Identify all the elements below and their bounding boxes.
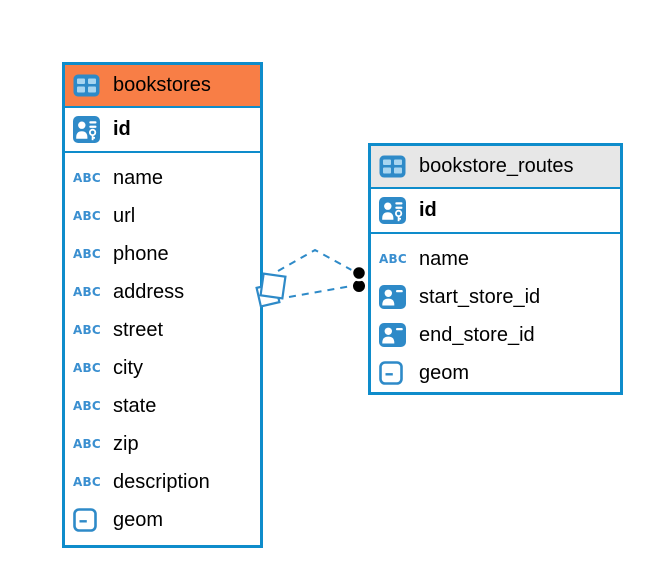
column-name: description xyxy=(113,470,210,493)
column-row[interactable]: geom xyxy=(371,354,620,392)
text-type-icon: ABC xyxy=(379,252,407,266)
column-name: address xyxy=(113,280,185,303)
text-type-icon: ABC xyxy=(73,475,101,489)
column-row[interactable]: end_store_id xyxy=(371,316,620,354)
column-row[interactable]: ABC zip xyxy=(65,425,260,463)
column-row[interactable]: geom xyxy=(65,501,260,539)
reference-icon xyxy=(379,323,410,347)
text-type-icon: ABC xyxy=(73,209,101,223)
column-name: id xyxy=(113,118,131,140)
relationship-line-upper[interactable] xyxy=(277,248,358,274)
table-bookstores-header[interactable]: bookstores xyxy=(65,65,260,108)
table-icon xyxy=(379,155,410,178)
primary-key-icon xyxy=(379,197,410,224)
column-list: ABC name start_store_id xyxy=(371,234,620,396)
column-name: geom xyxy=(419,361,470,384)
column-row[interactable]: ABC name xyxy=(65,159,260,197)
table-title: bookstores xyxy=(113,74,211,96)
column-name: street xyxy=(113,318,164,341)
column-name: state xyxy=(113,394,157,417)
column-name: zip xyxy=(113,432,139,455)
table-icon xyxy=(73,74,104,97)
column-name: url xyxy=(113,204,136,227)
table-bookstore-routes[interactable]: bookstore_routes id ABC name xyxy=(368,143,623,395)
column-row[interactable]: ABC name xyxy=(371,240,620,278)
column-name: start_store_id xyxy=(419,285,541,308)
table-title: bookstore_routes xyxy=(419,155,574,177)
geometry-type-icon xyxy=(73,508,104,532)
text-type-icon: ABC xyxy=(73,285,101,299)
column-row[interactable]: ABC phone xyxy=(65,235,260,273)
relationship-bookstores-to-routes[interactable] xyxy=(255,248,368,308)
primary-key-icon xyxy=(73,116,104,143)
relationship-endpoint-dot-lower[interactable] xyxy=(351,278,367,294)
column-name: id xyxy=(419,199,437,221)
column-name: city xyxy=(113,356,143,379)
table-bookstore-routes-header[interactable]: bookstore_routes xyxy=(371,146,620,189)
text-type-icon: ABC xyxy=(73,171,101,185)
column-row[interactable]: ABC city xyxy=(65,349,260,387)
column-name: geom xyxy=(113,508,164,531)
column-row[interactable]: ABC state xyxy=(65,387,260,425)
relationship-line-lower[interactable] xyxy=(288,284,358,298)
column-row[interactable]: ABC url xyxy=(65,197,260,235)
text-type-icon: ABC xyxy=(73,437,101,451)
text-type-icon: ABC xyxy=(73,399,101,413)
column-name: end_store_id xyxy=(419,323,535,346)
column-row[interactable]: ABC street xyxy=(65,311,260,349)
column-row[interactable]: ABC description xyxy=(65,463,260,501)
column-name: name xyxy=(113,166,164,189)
reference-icon xyxy=(379,285,410,309)
geometry-type-icon xyxy=(379,361,410,385)
relationship-endpoint-dot-upper[interactable] xyxy=(350,264,368,282)
column-list: ABC name ABC url ABC phone ABC address A… xyxy=(65,153,260,543)
column-row[interactable]: start_store_id xyxy=(371,278,620,316)
column-name: name xyxy=(419,247,470,270)
table-bookstores[interactable]: bookstores id ABC name xyxy=(62,62,263,548)
column-name: phone xyxy=(113,242,169,265)
text-type-icon: ABC xyxy=(73,361,101,375)
column-row-id[interactable]: id xyxy=(371,189,620,234)
text-type-icon: ABC xyxy=(73,323,101,337)
text-type-icon: ABC xyxy=(73,247,101,261)
column-row[interactable]: ABC address xyxy=(65,273,260,311)
column-row-id[interactable]: id xyxy=(65,108,260,153)
relationship-source-marker-front xyxy=(259,272,287,300)
